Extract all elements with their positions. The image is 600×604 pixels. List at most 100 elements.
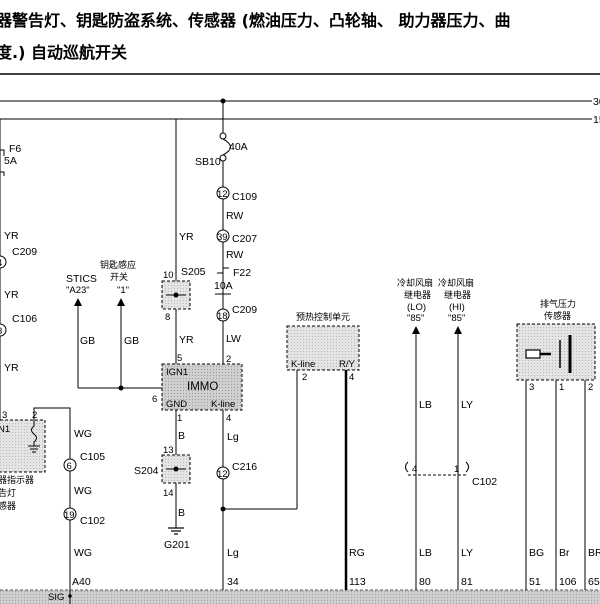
exhaust-wire-bf: BR: [588, 547, 600, 559]
fuse-f6-amp: 5A: [4, 155, 17, 167]
sb10-wire-rw-1: RW: [226, 210, 243, 222]
fan-lo-wire-1: LB: [419, 399, 432, 411]
wg-sig-label: SIG: [48, 592, 64, 603]
key-switch-code: "1": [117, 285, 129, 296]
wg-pin-19: 19: [64, 510, 75, 521]
fan-lo-pin: 4: [412, 464, 417, 475]
wg-conn-c102: C102: [80, 515, 105, 527]
fan-relay-lo: 冷却风扇 继电器 (LO) "85" LB 4 LB 80: [397, 277, 433, 590]
immo-module: IGN1 IMMO GND K-line 1 4: [161, 363, 243, 424]
fan-lo-mode: (LO): [407, 302, 426, 313]
wg-branch: WG 6 C105 WG 19 C102 WG A40 SIG: [33, 407, 105, 603]
exhaust-pressure-sensor: 排气压力 传感器 3 1 2 BG Br BR 51 106 65: [516, 298, 600, 590]
fuse-f22-label: F22: [233, 267, 251, 279]
sb10-conn-c109: C109: [232, 191, 257, 203]
wg-pin-a40: A40: [72, 576, 91, 588]
fuse-f6-icon: [0, 149, 5, 156]
exhaust-bottom-pin-2: 106: [559, 576, 577, 588]
stics-code: "A23": [66, 285, 90, 296]
sb10-conn-c207: C207: [232, 233, 257, 245]
s205-name: S205: [181, 266, 206, 278]
exhaust-bottom-pin-1: 51: [529, 576, 541, 588]
key-switch-name-1: 钥匙感应: [100, 259, 136, 271]
glow-unit-ry: R/Y: [339, 359, 356, 370]
glow-unit-wire-rg: RG: [349, 547, 365, 559]
s204-chain: B 13 14 S204 B G201: [134, 410, 191, 551]
fan-hi-name-1: 冷却风扇: [438, 277, 474, 289]
sb10-pin-39-circle: [216, 229, 230, 243]
glow-control-unit: 预热控制单元 K-line R/Y 2 4 RG 113: [286, 311, 366, 590]
s204-pin-14: 14: [163, 488, 174, 499]
glow-unit-kline: K-line: [291, 359, 315, 370]
ground-bus: [0, 590, 600, 604]
wg-pin-19-circle: [63, 507, 77, 521]
left-pin-3: 3: [0, 326, 2, 337]
fan-hi-pin: 1: [454, 464, 459, 475]
immo-kline: K-line: [211, 399, 235, 410]
kline-bottom-pin: 34: [227, 576, 239, 588]
glow-unit-bottom-pin: 113: [349, 576, 366, 588]
left-part-label-1: 器指示器: [0, 474, 34, 486]
s205-pin-5: 5: [177, 353, 182, 364]
immo-box: [161, 363, 243, 411]
fuse-sb10-icon: [222, 138, 231, 156]
fan-hi-bottom-pin: 81: [461, 576, 473, 588]
key-switch-name-2: 开关: [110, 271, 128, 283]
kline-conn-c216: C216: [232, 461, 257, 473]
fan-lo-name-2: 继电器: [404, 289, 431, 301]
ground-g201-label: G201: [164, 539, 190, 551]
immo-pin-4: 4: [226, 413, 231, 424]
fan-relay-hi: 冷却风扇 继电器 (HI) "85" LY 1 LY 81: [438, 277, 474, 590]
glow-unit-box: [286, 325, 360, 371]
stics-key-branch: STICS "A23" 钥匙感应 开关 "1" GB GB 6: [66, 259, 162, 405]
left-pin-a: 3: [2, 410, 7, 421]
wg-wire-3: WG: [74, 547, 92, 559]
fan-hi-wire-1: LY: [461, 399, 473, 411]
stics-name: STICS: [66, 273, 97, 285]
kline-wire-lg-1: Lg: [227, 431, 239, 443]
sb10-chain: 40A SB10 12 C109 RW 39 C207 RW F22 10A 1…: [195, 98, 257, 365]
s204-name: S204: [134, 465, 159, 477]
left-pin-4: 4: [0, 258, 2, 269]
sb10-wire-lw: LW: [226, 333, 241, 345]
left-wire-yr-3: YR: [4, 362, 19, 374]
connector-c102: C102: [405, 461, 497, 488]
s204-wire-b-1: B: [178, 430, 185, 442]
immo-name: IMMO: [187, 381, 218, 393]
wg-conn-c105: C105: [80, 451, 105, 463]
immo-pin-1: 1: [177, 413, 182, 424]
exhaust-pin-3: 2: [588, 382, 593, 393]
fuse-f22-amp: 10A: [214, 280, 233, 292]
exhaust-bottom-pin-3: 65: [588, 576, 600, 588]
left-part-label-3: 感器: [0, 500, 16, 512]
fan-hi-name-2: 继电器: [444, 289, 471, 301]
s205-chain: YR 10 8 S205 YR 5: [161, 119, 206, 364]
glow-unit-pin-2: 2: [302, 372, 307, 383]
sb10-amp: 40A: [229, 141, 248, 153]
kline-branch: Lg 12 C216 Lg 34: [216, 370, 298, 590]
exhaust-pin-1: 3: [529, 382, 534, 393]
exhaust-name-2: 传感器: [544, 310, 571, 322]
left-conn-c209: C209: [12, 246, 37, 258]
diagram-title-line1: 器警告灯、钥匙防盗系统、传感器 (燃油压力、凸轮轴、 助力器压力、曲: [0, 11, 511, 30]
immo-ign1: IGN1: [166, 367, 188, 378]
fan-hi-mode: (HI): [449, 302, 465, 313]
sb10-pin-12-circle: [216, 186, 230, 200]
left-wire-yr-2: YR: [4, 289, 19, 301]
kline-pin-12-circle: [216, 466, 230, 480]
left-pin-b: 2: [32, 410, 37, 421]
left-pin-3-circle: [0, 323, 7, 337]
diagram-title-line2: 度.) 自动巡航开关: [0, 43, 127, 62]
immo-pin-6: 6: [152, 394, 157, 405]
exhaust-sensor-icon: [525, 349, 541, 359]
wg-pin-6: 6: [67, 461, 72, 472]
gb-wire-1: GB: [80, 335, 95, 347]
sb10-name: SB10: [195, 156, 221, 168]
connector-c102-label: C102: [472, 476, 497, 488]
fan-lo-code: "85": [407, 313, 424, 324]
gb-wire-2: GB: [124, 335, 139, 347]
left-ign-label: N1: [0, 424, 10, 435]
kline-wire-lg-2: Lg: [227, 547, 239, 559]
sb10-conn-c209: C209: [232, 304, 257, 316]
